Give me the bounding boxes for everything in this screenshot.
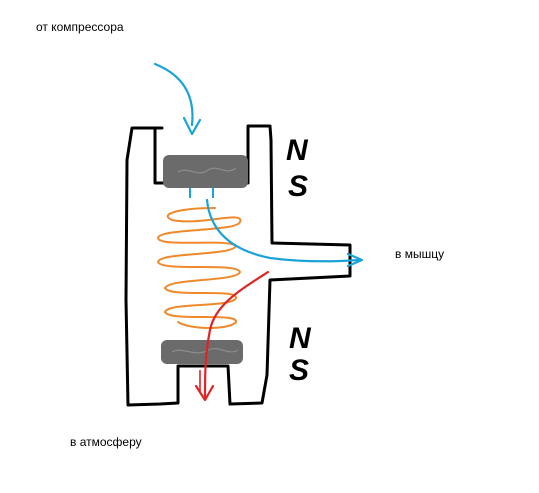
air-to-muscle-flow (205, 198, 362, 263)
pole-top-south: S (288, 170, 308, 203)
exhaust-flow (203, 270, 270, 400)
air-inlet-arrow (153, 62, 194, 127)
air-inlet-arrowhead (182, 116, 202, 136)
pole-top-north: N (286, 134, 309, 167)
coil-winding (156, 207, 242, 329)
valve-body-outline (124, 124, 352, 407)
label-to-muscle: в мышцу (395, 247, 445, 261)
bottom-magnet-texture (171, 348, 239, 354)
pole-bottom-south: S (289, 354, 309, 387)
label-from-compressor: от компрессора (36, 20, 124, 34)
label-to-atmosphere: в атмосферу (70, 435, 142, 449)
air-to-muscle-arrowhead (346, 252, 364, 268)
exhaust-arrowhead (194, 384, 215, 402)
top-magnet-texture (177, 167, 237, 174)
pole-bottom-north: N (289, 322, 312, 355)
